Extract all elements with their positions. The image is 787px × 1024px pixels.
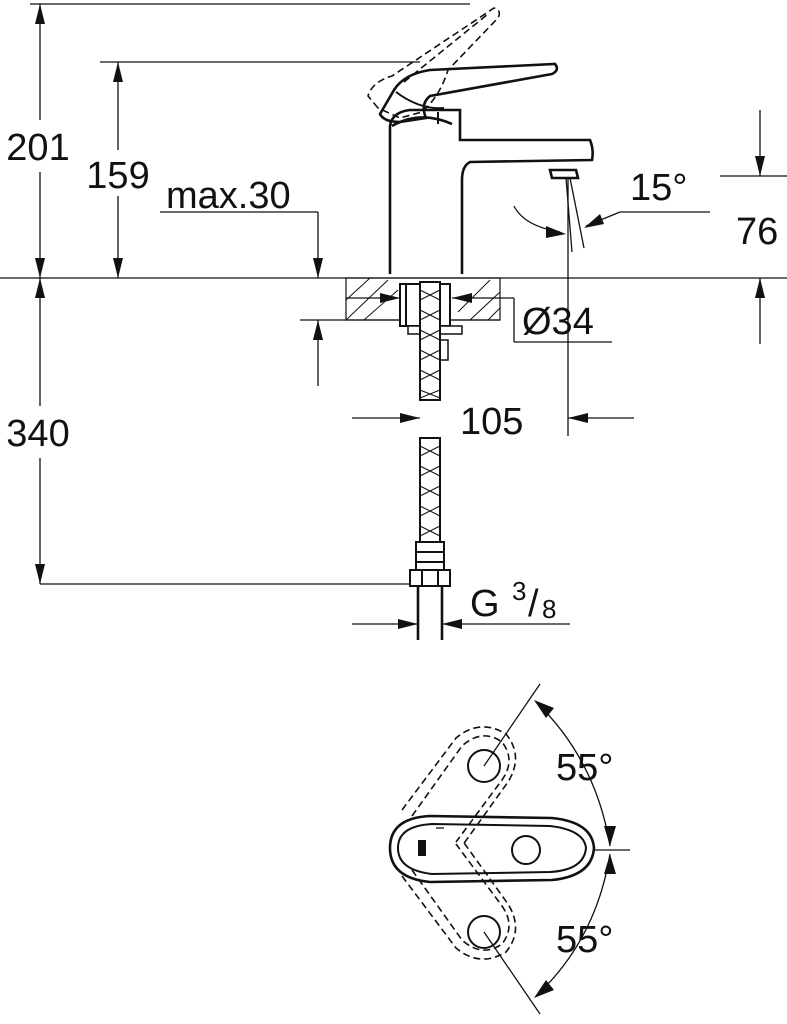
label-201: 201 [6, 127, 69, 169]
flex-hose [409, 281, 451, 640]
label-thread-denominator: 8 [542, 594, 556, 624]
dimension-201: 201 [0, 4, 80, 278]
label-rotation-down: 55° [556, 919, 613, 961]
faucet-body [378, 62, 594, 274]
label-max-30: max.30 [166, 175, 291, 217]
label-spout-angle: 15° [630, 167, 687, 209]
lever-open-position [367, 7, 501, 119]
dimension-340: 340 [0, 278, 80, 584]
dimension-max-30: max.30 [160, 175, 323, 386]
dimension-105: 105 [352, 178, 634, 443]
dimension-spout-angle: 15° [513, 167, 710, 253]
label-76: 76 [736, 211, 778, 253]
top-view: 55° 55° [388, 683, 630, 1015]
dimension-rotation-down: 55° [534, 853, 616, 998]
label-thread-numerator: 3 [512, 576, 526, 606]
label-diameter-34: Ø34 [522, 301, 594, 343]
label-thread-g: G [470, 583, 500, 625]
label-340: 340 [6, 413, 69, 455]
label-159: 159 [86, 155, 149, 197]
label-105: 105 [460, 401, 523, 443]
label-rotation-up: 55° [556, 747, 613, 789]
dimension-159: 159 [80, 62, 160, 278]
svg-text:/: / [528, 583, 539, 625]
side-view: 201 159 max.30 [0, 3, 787, 640]
dimension-rotation-up: 55° [534, 700, 616, 847]
dimension-thread: G 3 / 8 [352, 576, 570, 629]
lever-rotated-down [401, 839, 517, 960]
dimension-diameter-34: Ø34 [346, 293, 612, 343]
lever-top [388, 814, 596, 884]
dimension-76: 76 [736, 110, 778, 344]
